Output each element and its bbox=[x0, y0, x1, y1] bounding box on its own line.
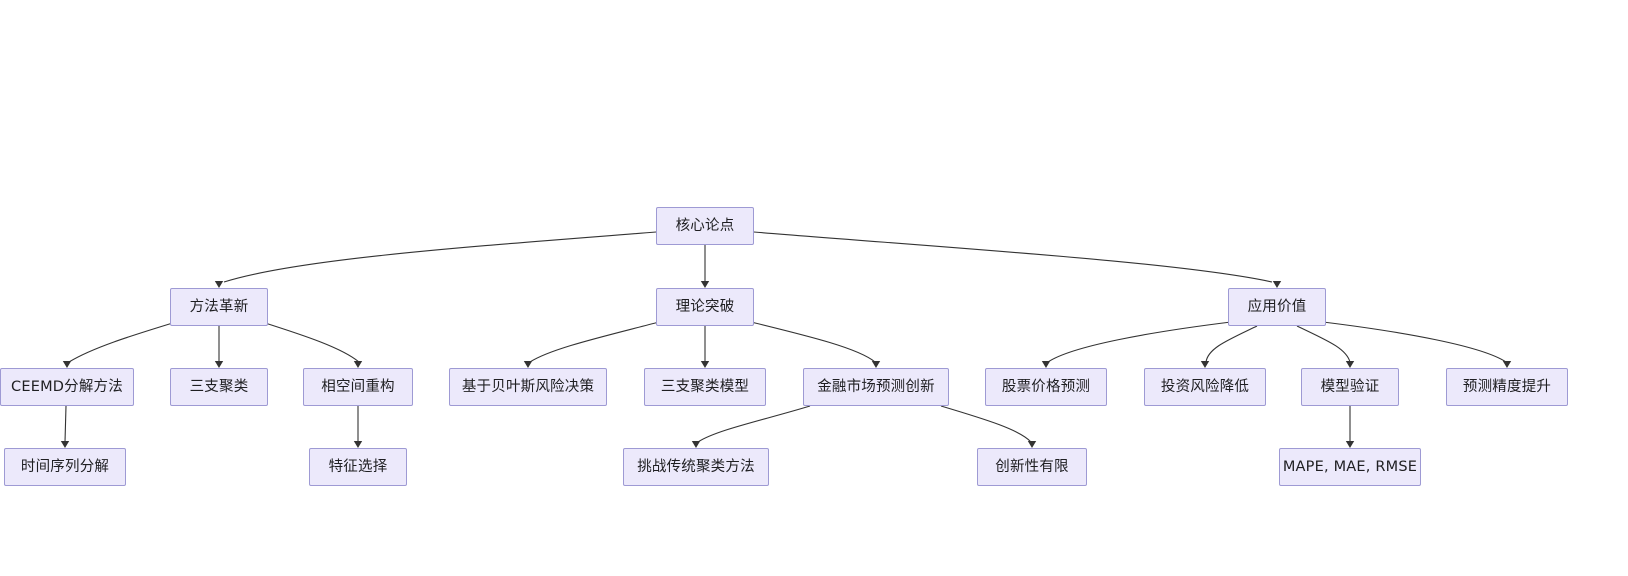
node-c5[interactable]: 三支聚类模型 bbox=[644, 368, 766, 406]
node-c2[interactable]: 三支聚类 bbox=[170, 368, 268, 406]
edge-b3-to-c9 bbox=[1296, 325, 1351, 363]
edge-b3-to-c8 bbox=[1205, 325, 1258, 363]
node-d4[interactable]: 创新性有限 bbox=[977, 448, 1087, 486]
arrowhead-root-to-b1 bbox=[214, 281, 224, 288]
node-label-b1: 方法革新 bbox=[189, 298, 249, 315]
edge-b2-to-c6 bbox=[750, 321, 876, 363]
edge-root-to-b3 bbox=[753, 231, 1273, 283]
edge-b1-to-c1 bbox=[68, 321, 177, 363]
node-label-root: 核心论点 bbox=[675, 217, 735, 234]
node-c4[interactable]: 基于贝叶斯风险决策 bbox=[449, 368, 607, 406]
node-b2[interactable]: 理论突破 bbox=[656, 288, 754, 326]
arrowhead-b3-to-c9 bbox=[1345, 361, 1355, 368]
node-b1[interactable]: 方法革新 bbox=[170, 288, 268, 326]
arrowhead-root-to-b3 bbox=[1272, 281, 1282, 288]
arrowhead-c6-to-d4 bbox=[1027, 441, 1037, 448]
edge-b3-to-c7 bbox=[1047, 321, 1232, 363]
arrowhead-b1-to-c1 bbox=[62, 361, 72, 368]
edge-b1-to-c3 bbox=[261, 321, 360, 363]
node-label-c5: 三支聚类模型 bbox=[660, 378, 750, 395]
node-label-d3: 挑战传统聚类方法 bbox=[637, 458, 755, 475]
arrowhead-b1-to-c2 bbox=[214, 361, 224, 368]
node-label-c6: 金融市场预测创新 bbox=[817, 378, 935, 395]
node-label-d5: MAPE, MAE, RMSE bbox=[1282, 458, 1418, 475]
node-label-c3: 相空间重构 bbox=[321, 378, 395, 395]
node-d3[interactable]: 挑战传统聚类方法 bbox=[623, 448, 769, 486]
node-label-c9: 模型验证 bbox=[1320, 378, 1380, 395]
arrowhead-b3-to-c8 bbox=[1200, 361, 1210, 368]
node-label-d1: 时间序列分解 bbox=[20, 458, 110, 475]
node-root[interactable]: 核心论点 bbox=[656, 207, 754, 245]
edge-c6-to-d3 bbox=[697, 405, 811, 443]
node-c6[interactable]: 金融市场预测创新 bbox=[803, 368, 949, 406]
node-label-c4: 基于贝叶斯风险决策 bbox=[461, 378, 595, 395]
edge-c6-to-d4 bbox=[940, 405, 1032, 443]
node-label-d2: 特征选择 bbox=[328, 458, 388, 475]
arrowhead-b1-to-c3 bbox=[353, 361, 363, 368]
node-d1[interactable]: 时间序列分解 bbox=[4, 448, 126, 486]
node-c9[interactable]: 模型验证 bbox=[1301, 368, 1399, 406]
node-label-c2: 三支聚类 bbox=[189, 378, 249, 395]
arrowhead-c6-to-d3 bbox=[691, 441, 701, 448]
node-label-c1: CEEMD分解方法 bbox=[11, 378, 123, 395]
arrowhead-b2-to-c4 bbox=[523, 361, 533, 368]
edge-b3-to-c10 bbox=[1322, 321, 1507, 363]
node-c7[interactable]: 股票价格预测 bbox=[985, 368, 1107, 406]
edge-b2-to-c4 bbox=[529, 321, 660, 363]
arrowhead-b3-to-c10 bbox=[1502, 361, 1512, 368]
node-c3[interactable]: 相空间重构 bbox=[303, 368, 413, 406]
arrowhead-root-to-b2 bbox=[700, 281, 710, 288]
node-c10[interactable]: 预测精度提升 bbox=[1446, 368, 1568, 406]
node-d2[interactable]: 特征选择 bbox=[309, 448, 407, 486]
edge-c1-to-d1 bbox=[64, 405, 67, 443]
node-label-b3: 应用价值 bbox=[1247, 298, 1307, 315]
node-label-d4: 创新性有限 bbox=[995, 458, 1069, 475]
arrowhead-b2-to-c6 bbox=[871, 361, 881, 368]
node-label-b2: 理论突破 bbox=[675, 298, 735, 315]
node-c8[interactable]: 投资风险降低 bbox=[1144, 368, 1266, 406]
node-label-c7: 股票价格预测 bbox=[1001, 378, 1091, 395]
arrowhead-c3-to-d2 bbox=[353, 441, 363, 448]
arrowhead-c9-to-d5 bbox=[1345, 441, 1355, 448]
arrowhead-b2-to-c5 bbox=[700, 361, 710, 368]
node-label-c8: 投资风险降低 bbox=[1160, 378, 1250, 395]
node-c1[interactable]: CEEMD分解方法 bbox=[0, 368, 134, 406]
node-label-c10: 预测精度提升 bbox=[1462, 378, 1552, 395]
arrowhead-c1-to-d1 bbox=[60, 441, 70, 448]
arrowhead-b3-to-c7 bbox=[1041, 361, 1051, 368]
node-b3[interactable]: 应用价值 bbox=[1228, 288, 1326, 326]
node-d5[interactable]: MAPE, MAE, RMSE bbox=[1279, 448, 1421, 486]
edge-root-to-b1 bbox=[223, 231, 657, 283]
